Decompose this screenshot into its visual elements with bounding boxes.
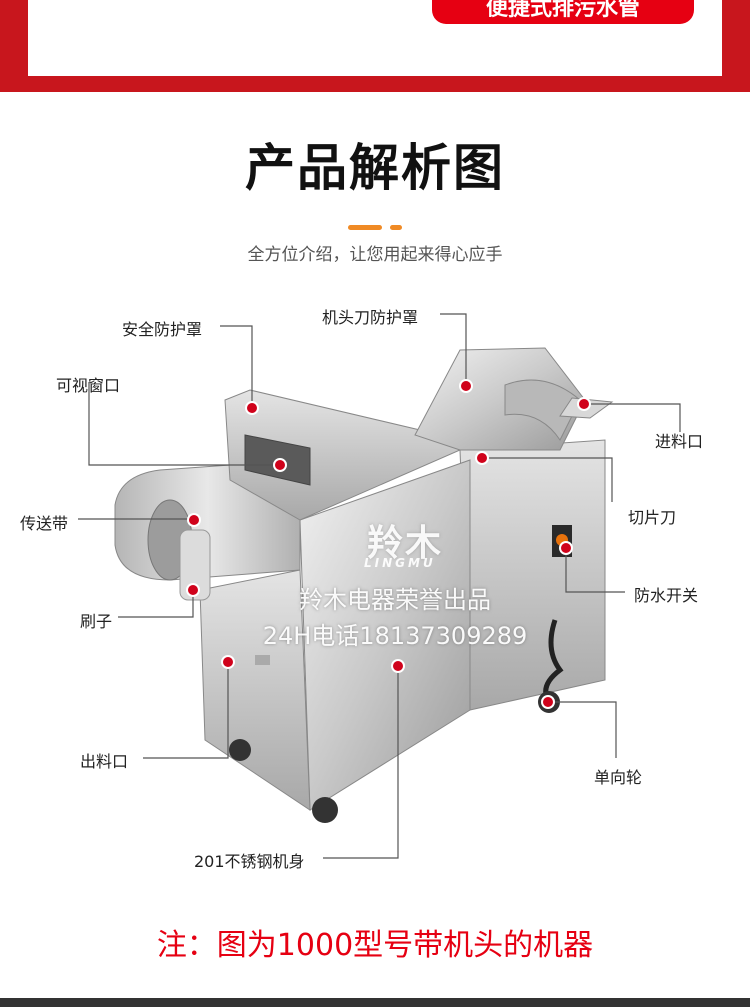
footnote: 注：图为1000型号带机头的机器 [156,928,594,963]
leader-view-window [88,382,280,466]
leader-switch [565,548,625,593]
leader-body [323,666,399,859]
marker-brush [186,583,200,597]
marker-feed-inlet [577,397,591,411]
marker-view-window [273,458,287,472]
top-banner: 便捷式排污水管 [0,0,750,92]
watermark-brand: 羚木 [366,523,443,564]
label-slicing-blade: 切片刀 [628,508,677,527]
brush-roller [179,529,211,601]
machine-front-panel [299,459,471,811]
marker-discharge [221,655,235,669]
leader-wheel [548,701,617,758]
label-discharge-outlet: 出料口 [80,752,129,771]
leader-brush [118,590,194,618]
title-divider [348,225,382,230]
marker-body [391,659,405,673]
marker-slicing-blade [475,451,489,465]
blade-head-drum [504,379,581,441]
machine-illustration [78,313,681,859]
machine-right-panel [459,439,606,711]
leader-blade-cover [440,313,467,386]
marker-safety-cover [245,401,259,415]
label-waterproof-switch: 防水开关 [634,586,699,605]
label-blade-cover: 机头刀防护罩 [322,308,419,327]
marker-conveyor [187,513,201,527]
label-brush: 刷子 [80,612,113,631]
watermark-phone: 24H电话18137309289 [262,622,528,650]
leader-discharge [143,662,229,759]
marker-blade-cover [459,379,473,393]
page-subtitle: 全方位介绍，让您用起来得心应手 [247,245,503,265]
label-safety-cover: 安全防护罩 [122,320,203,339]
leader-safety-cover [220,325,253,408]
power-cable [543,619,564,702]
label-body: 201不锈钢机身 [194,852,305,871]
label-conveyor: 传送带 [20,514,69,533]
marker-wheel [541,695,555,709]
label-feed-inlet: 进料口 [655,432,704,451]
label-one-way-wheel: 单向轮 [594,768,643,787]
wheel-front-right [312,797,338,823]
wheel-front-left [229,739,251,761]
leader-feed-inlet [584,403,681,432]
discharge-chute [255,655,270,665]
page-title: 产品解析图 [245,139,505,197]
watermark-brand-latin: LINGMU [364,556,436,570]
watermark-slogan: 羚木电器荣誉出品 [299,586,491,614]
bottom-bar [0,998,750,1007]
title-divider-dot [390,225,402,230]
marker-switch [559,541,573,555]
leader-slicing-blade [482,457,613,502]
label-view-window: 可视窗口 [56,376,121,395]
top-banner-pill: 便捷式排污水管 [432,0,694,24]
product-diagram: 安全防护罩 机头刀防护罩 可视窗口 进料口 传送带 切片刀 防水开关 刷子 出料… [0,290,750,910]
